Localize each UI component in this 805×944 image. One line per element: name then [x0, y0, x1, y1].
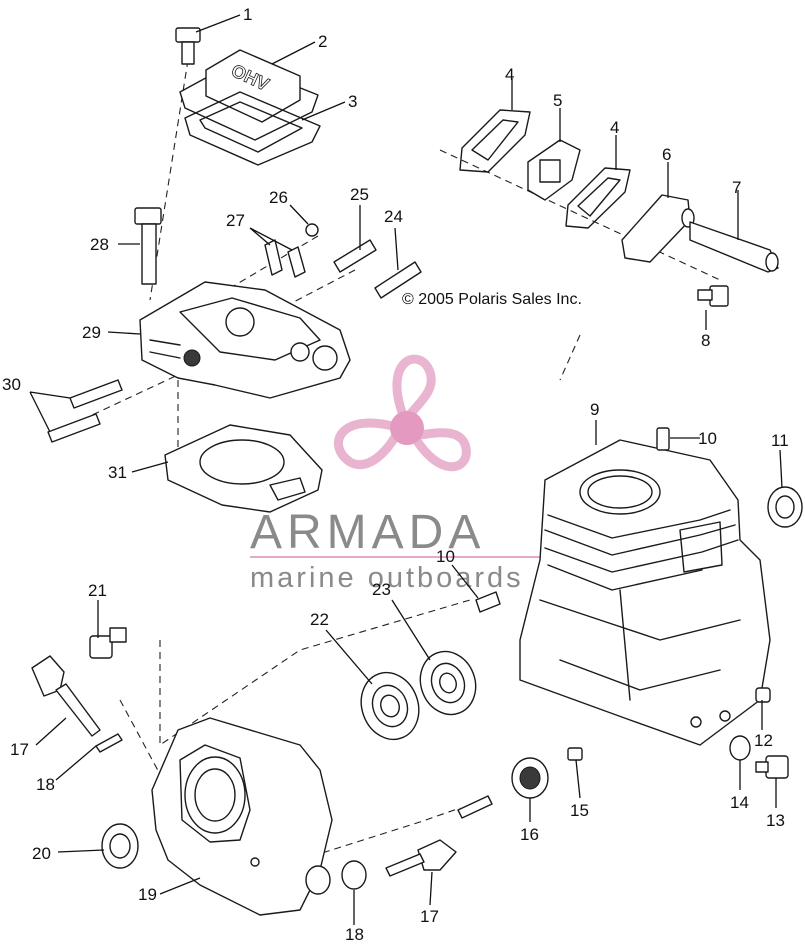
part-26-nut	[305, 223, 319, 237]
part-1-bolt	[175, 27, 201, 65]
part-10-dowel-second	[475, 591, 501, 613]
part-19-crankcase-cover	[151, 717, 333, 916]
part-7-breather-tube	[689, 221, 779, 273]
part-30-studs	[47, 379, 123, 443]
callout-label: 16	[520, 825, 539, 844]
part-11-oil-seal	[767, 486, 803, 528]
callout-label: 11	[771, 431, 789, 450]
part-17-dipstick	[31, 655, 101, 737]
callout-label: 18	[36, 775, 55, 794]
part-18-o-ring	[95, 733, 123, 753]
callout-label: 2	[318, 32, 327, 51]
propeller-blade-icon	[406, 428, 471, 472]
propeller-blade-icon	[392, 354, 436, 429]
callout-label: 23	[372, 580, 391, 599]
propeller-hub-icon	[390, 411, 424, 445]
part-13-drain-bolt	[755, 755, 789, 779]
part-3-cover-gasket	[184, 91, 321, 166]
part-4-gasket	[459, 109, 531, 173]
part-governor-shaft	[457, 795, 493, 819]
callout-label: 7	[732, 178, 741, 197]
callout-label: 13	[766, 811, 785, 830]
callout-label: 10	[698, 429, 717, 448]
part-10-dowel	[656, 427, 670, 451]
callout-label: 18	[345, 925, 364, 944]
callout-label: 21	[88, 581, 107, 600]
callout-label: 20	[32, 844, 51, 863]
callout-label: 9	[590, 400, 599, 419]
callout-label: 4	[505, 65, 514, 84]
leader-lines	[29, 14, 783, 925]
part-22-bearing	[360, 671, 420, 741]
callout-label: 24	[384, 207, 403, 226]
propeller-blade-icon	[334, 418, 407, 470]
callout-label: 26	[269, 188, 288, 207]
callout-label: 8	[701, 331, 710, 350]
part-21-drain-plug	[89, 627, 127, 659]
callout-labels: 1 2 3 4 5 4 6 7 8 26 27 25 24 28 29 30 3…	[2, 5, 789, 944]
callout-label: 17	[10, 740, 29, 759]
part-31-head-gasket	[164, 424, 323, 513]
part-14-washer	[729, 735, 751, 761]
part-8-bolt	[697, 285, 729, 307]
watermark-title: ARMADA	[250, 506, 485, 559]
callout-label: 15	[570, 801, 589, 820]
part-23-bearing	[419, 650, 477, 716]
part-27-dowel-pins	[264, 239, 306, 278]
watermark-logo	[334, 354, 471, 472]
callout-label: 30	[2, 375, 21, 394]
callout-label: 6	[662, 145, 671, 164]
part-18-o-ring-second	[341, 860, 367, 890]
part-29-cylinder-head	[139, 281, 351, 399]
callout-label: 12	[754, 731, 773, 750]
part-20-oil-seal	[101, 823, 139, 869]
part-17-dipstick-second	[385, 839, 457, 877]
part-6-breather-cover	[621, 194, 695, 263]
part-24-stud	[374, 261, 422, 299]
callout-label: 28	[90, 235, 109, 254]
callout-label: 29	[82, 323, 101, 342]
callout-label: 3	[348, 92, 357, 111]
part-9-crankcase	[519, 439, 771, 746]
callout-label: 4	[610, 118, 619, 137]
callout-label: 14	[730, 793, 749, 812]
callout-label: 19	[138, 885, 157, 904]
callout-label: 25	[350, 185, 369, 204]
part-15-bolt	[567, 747, 583, 761]
callout-label: 17	[420, 907, 439, 926]
copyright-notice: © 2005 Polaris Sales Inc.	[402, 291, 582, 308]
callout-label: 22	[310, 610, 329, 629]
callout-label: 31	[108, 463, 127, 482]
callout-label: 1	[243, 5, 252, 24]
watermark-subtitle: marine outboards	[250, 562, 524, 594]
callout-label: 5	[553, 91, 562, 110]
part-5-reed-plate	[527, 139, 581, 201]
callout-label: 10	[436, 547, 455, 566]
part-12-plug	[755, 687, 771, 703]
part-28-head-bolt	[134, 207, 162, 285]
part-16-gear	[511, 757, 549, 799]
part-25-stud	[333, 239, 377, 273]
part-4-gasket-second	[565, 167, 631, 229]
callout-label: 27	[226, 211, 245, 230]
